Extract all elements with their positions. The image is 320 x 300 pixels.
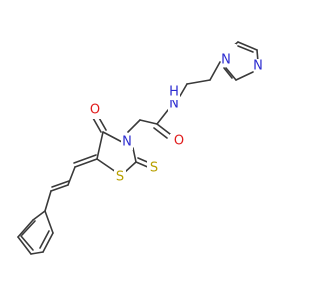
bond xyxy=(21,220,36,236)
amide-group xyxy=(127,109,171,139)
bond xyxy=(153,127,168,139)
bond xyxy=(92,117,102,133)
bond xyxy=(225,67,237,81)
atom-label-imidazole-n3: N xyxy=(253,59,263,74)
imidazole-ring xyxy=(223,41,259,81)
thiazolidinone-ring xyxy=(92,115,153,173)
atom-label-ring-s: S xyxy=(116,170,124,185)
bond xyxy=(17,236,32,255)
cinnamylidene-linker xyxy=(50,154,98,192)
atom-label-thioxo-s: S xyxy=(150,161,158,176)
atom-label-ring-o: O xyxy=(90,103,100,118)
atom-label-imidazole-n1: N xyxy=(221,53,231,68)
atom-labels: N N N H O N S S O xyxy=(90,44,267,186)
bond xyxy=(42,232,54,253)
bond xyxy=(223,67,233,79)
molecule-canvas: N N N H O N S S O xyxy=(17,41,267,255)
propyl-chain xyxy=(179,61,221,97)
bond xyxy=(74,158,98,168)
bond xyxy=(44,190,52,212)
bond xyxy=(17,219,34,238)
bond xyxy=(124,161,137,173)
bond xyxy=(50,184,69,192)
bond xyxy=(20,235,34,251)
bond xyxy=(32,210,46,221)
bond xyxy=(96,158,117,173)
bond xyxy=(96,131,104,160)
atom-label-amide-n: N xyxy=(169,97,179,112)
bond xyxy=(67,166,76,186)
bond xyxy=(132,147,137,163)
bond xyxy=(186,79,211,85)
bond xyxy=(39,230,50,249)
bond xyxy=(30,251,44,255)
bond xyxy=(235,71,254,81)
phenyl-ring xyxy=(17,190,54,255)
bond xyxy=(73,154,97,164)
bond xyxy=(44,210,54,234)
chemical-structure-diagram: N N N H O N S S O xyxy=(17,41,267,255)
bond xyxy=(51,180,70,188)
bond xyxy=(209,61,221,81)
bond xyxy=(156,123,171,135)
bond xyxy=(237,41,258,51)
bond xyxy=(156,109,169,125)
bond xyxy=(127,119,141,133)
atom-label-amide-o: O xyxy=(174,134,184,149)
bond xyxy=(102,131,123,143)
bond xyxy=(237,45,254,53)
bond xyxy=(139,119,158,125)
atom-label-amide-h: H xyxy=(169,85,179,100)
atom-label-ring-n: N xyxy=(122,135,132,150)
bond xyxy=(179,83,188,97)
